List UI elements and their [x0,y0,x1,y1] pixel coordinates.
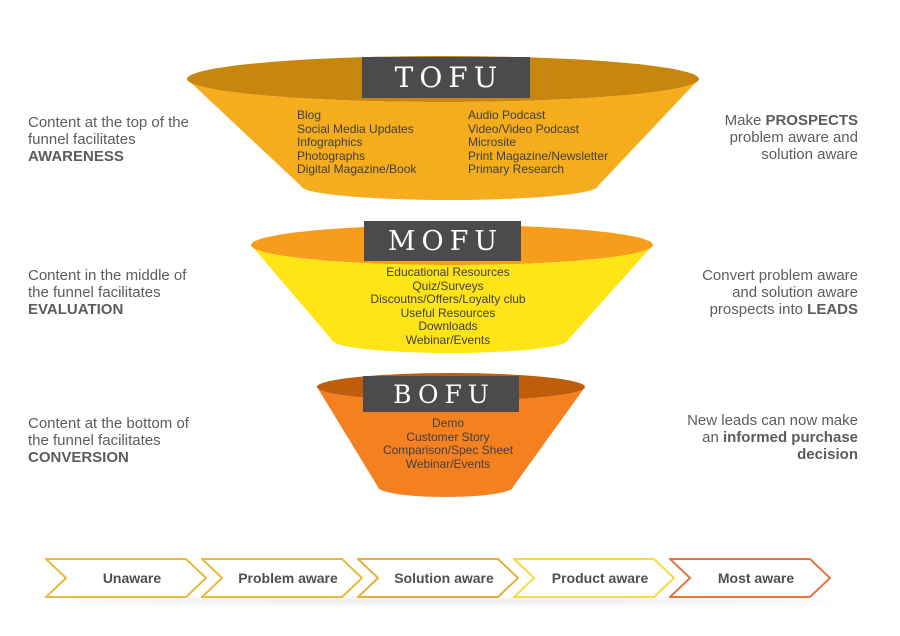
bofu-stage-label: BOFU [363,376,519,412]
journey-step-label: Unaware [102,570,162,586]
bofu-funnel-body [317,387,585,497]
journey-step-most-aware: Most aware [669,558,831,598]
journey-step-label: Most aware [717,570,795,586]
journey-step-label: Problem aware [238,570,338,586]
journey-step-solution-aware: Solution aware [357,558,519,598]
tofu-funnel-body [187,79,699,200]
chevron-arrow-icon [513,558,675,598]
journey-step-label: Solution aware [394,570,494,586]
chevron-arrow-icon [357,558,519,598]
chevron-arrow-icon [201,558,363,598]
journey-bar-shadow [60,599,830,603]
mofu-stage-label: MOFU [364,221,521,261]
chevron-arrow-icon [669,558,831,598]
journey-step-unaware: Unaware [45,558,207,598]
journey-step-product-aware: Product aware [513,558,675,598]
tofu-stage-label: TOFU [362,57,530,98]
journey-step-problem-aware: Problem aware [201,558,363,598]
mofu-funnel-body [251,245,653,353]
journey-step-label: Product aware [551,570,649,586]
chevron-arrow-icon [45,558,207,598]
